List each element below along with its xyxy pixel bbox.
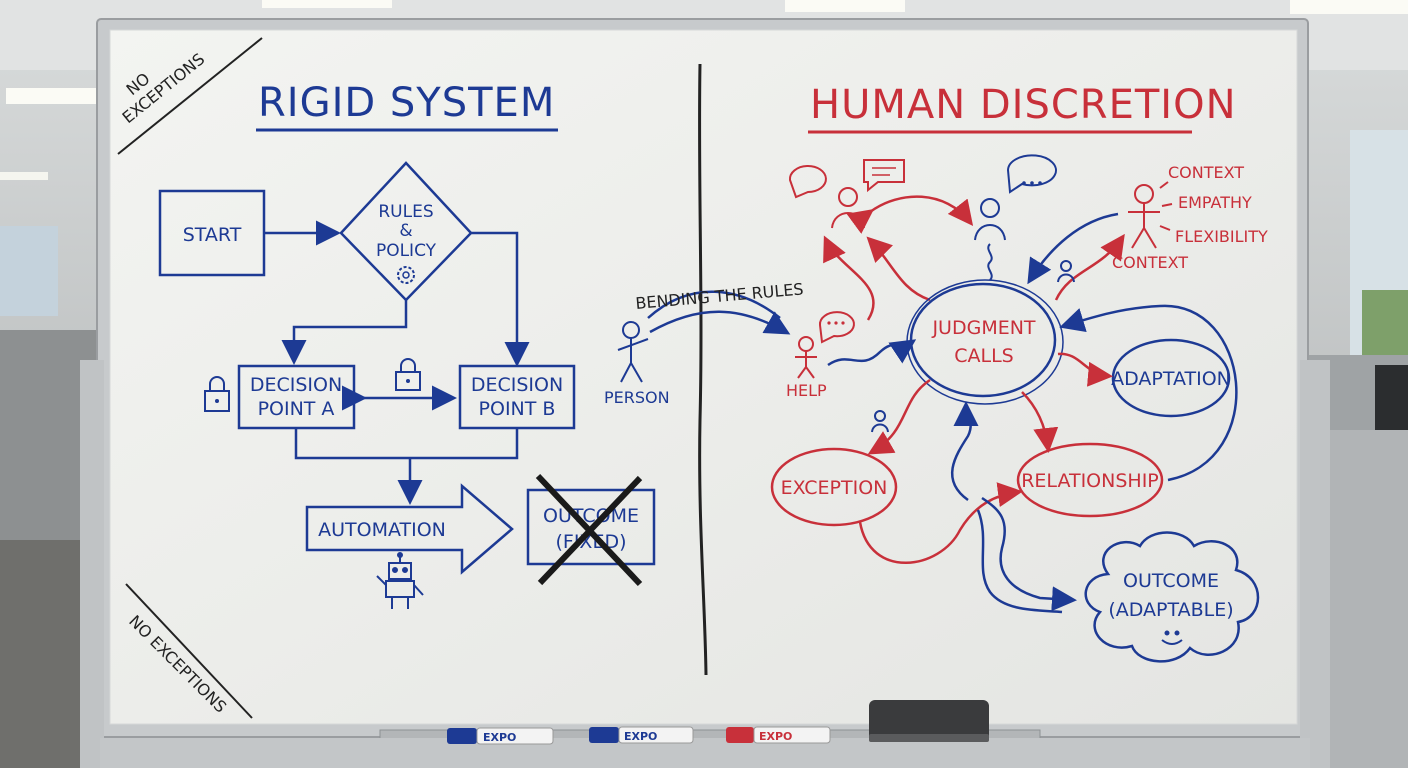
- eraser: [869, 700, 989, 742]
- rigid-system-title: RIGID SYSTEM: [258, 80, 555, 126]
- quality-empathy-label: EMPATHY: [1178, 193, 1252, 212]
- decision-b-line1: DECISION: [471, 374, 563, 396]
- help-label: HELP: [786, 381, 827, 400]
- red-marker: EXPO: [726, 726, 831, 744]
- relationship-label: RELATIONSHIP: [1021, 470, 1159, 492]
- quality-flexibility-label: FLEXIBILITY: [1175, 227, 1268, 246]
- marker-brand-label: EXPO: [624, 730, 657, 743]
- small-person-icon: [1057, 260, 1075, 283]
- adaptation-node: [1111, 338, 1231, 418]
- relationship-node: [1016, 442, 1164, 518]
- speech-bubble-icon: [863, 159, 905, 193]
- speech-bubble-icon: [1006, 154, 1057, 194]
- decision-a-line2: POINT A: [258, 398, 335, 420]
- outcome-adaptable-line2: (ADAPTABLE): [1108, 599, 1233, 621]
- start-label: START: [183, 224, 242, 246]
- quality-context-label: CONTEXT: [1168, 163, 1244, 182]
- human-discretion-title: HUMAN DISCRETION: [810, 82, 1237, 128]
- decision-b-line2: POINT B: [479, 398, 556, 420]
- judgment-calls-node: [909, 282, 1057, 398]
- rules-label-line2: &: [399, 221, 412, 241]
- judgment-calls-line1: JUDGMENT: [931, 317, 1035, 339]
- judgment-calls-line2: CALLS: [954, 345, 1014, 367]
- lock-icon: [395, 358, 421, 391]
- blue-marker: EXPO: [589, 726, 694, 744]
- person-icon: [974, 198, 1006, 281]
- automation-arrow: [305, 483, 514, 575]
- outcome-adaptable-cloud: OUTCOME (ADAPTABLE): [1084, 531, 1260, 663]
- person-stick-figure-icon: [617, 321, 649, 383]
- lock-icon: [204, 376, 230, 412]
- smiley-face-icon: [1161, 630, 1183, 645]
- rules-label-line3: POLICY: [376, 241, 437, 261]
- speech-bubble-icon: [788, 165, 827, 199]
- person-label: PERSON: [604, 388, 670, 407]
- adaptation-label: ADAPTATION: [1111, 368, 1231, 390]
- marker-brand-label: EXPO: [759, 730, 792, 743]
- small-person-icon: [871, 410, 889, 433]
- human-discretion-diagram: HUMAN DISCRETION: [770, 82, 1268, 663]
- context-label: CONTEXT: [1112, 253, 1188, 272]
- exception-node: [770, 447, 898, 527]
- outcome-adaptable-line1: OUTCOME: [1123, 570, 1219, 592]
- outcome-fixed-box: [526, 488, 656, 566]
- rigid-system-diagram: RIGID SYSTEM START RULES & POLICY DECISI…: [158, 80, 656, 609]
- center-divider: [698, 63, 708, 676]
- marker-brand-label: EXPO: [483, 731, 516, 744]
- gear-icon: [397, 266, 415, 284]
- robot-icon: [376, 552, 424, 609]
- context-person-icon: [1128, 184, 1160, 249]
- speech-bubble-icon: [818, 311, 855, 344]
- help-person-icon: [795, 336, 817, 379]
- rules-label-line1: RULES: [378, 202, 433, 222]
- automation-label: AUTOMATION: [318, 519, 446, 541]
- exception-label: EXCEPTION: [781, 477, 888, 499]
- blue-marker: EXPO: [447, 727, 554, 745]
- cross-out-mark: [535, 473, 643, 587]
- decision-a-line1: DECISION: [250, 374, 342, 396]
- outcome-fixed-line1: OUTCOME: [543, 505, 639, 527]
